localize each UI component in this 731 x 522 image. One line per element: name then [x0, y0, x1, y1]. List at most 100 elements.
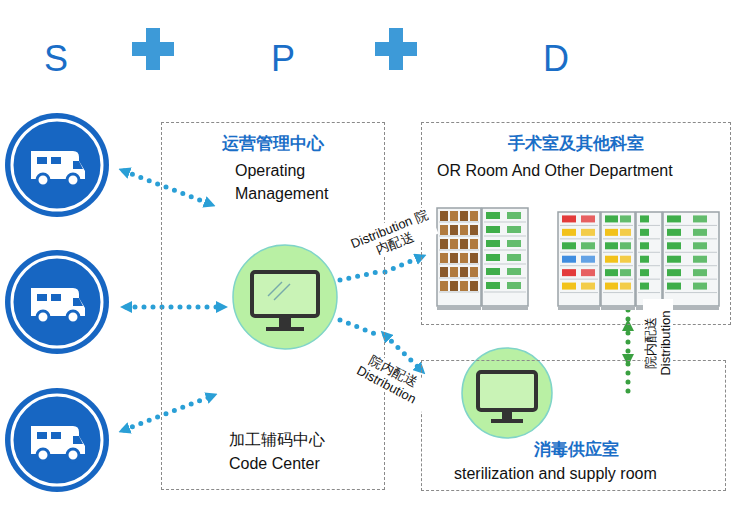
shelf-tag: [562, 256, 576, 263]
cabinets: [437, 208, 719, 310]
stock-item: [460, 281, 468, 291]
lead-lines: [340, 272, 378, 335]
connector-label: 院内配送 Distribution: [344, 344, 436, 412]
cabinet-shelf: [638, 225, 660, 226]
stock-item: [440, 239, 448, 249]
shelf-tag: [562, 242, 576, 249]
stock-item: [450, 267, 458, 277]
cabinet-shelf: [439, 292, 479, 293]
truck-window: [73, 298, 83, 306]
cabinet-shelf: [439, 236, 479, 237]
cabinet-shelf: [603, 292, 633, 293]
truck-icon: [31, 151, 85, 186]
truck-window: [37, 294, 47, 301]
shelf-tag: [605, 256, 618, 263]
shelf-tag: [693, 283, 707, 290]
circle-fill: [5, 250, 109, 354]
cabinet-shelf: [603, 265, 633, 266]
shelf-tag: [667, 242, 681, 249]
truck-window: [73, 161, 83, 169]
cabinet-shelf: [665, 265, 717, 266]
truck-wheel: [67, 449, 79, 461]
supplier-icons: [5, 113, 109, 492]
shelf-tag: [605, 269, 618, 276]
cabinet-shelf: [603, 225, 633, 226]
truck-wheel: [37, 311, 49, 323]
circle-fill: [5, 388, 109, 492]
shelf-tag: [605, 229, 618, 236]
cabinet-shelf: [484, 264, 526, 265]
cabinet-shelf: [665, 279, 717, 280]
cabinet-shelf: [484, 278, 526, 279]
cabinet-shelf: [439, 264, 479, 265]
shelf-tag: [693, 242, 707, 249]
monitor-screen: [252, 272, 318, 316]
stock-item: [470, 267, 478, 277]
shelf-tag: [507, 268, 521, 275]
storage-cabinet: [437, 208, 481, 310]
shelf-tag: [667, 256, 681, 263]
shelf-tag: [620, 215, 631, 222]
stock-item: [460, 225, 468, 235]
cabinet-shelf: [638, 238, 660, 239]
shelf-tag: [620, 229, 631, 236]
shelf-tag: [486, 240, 500, 247]
cabinet-shelf: [484, 292, 526, 293]
screen-glare: [274, 284, 290, 300]
shelf-tag: [667, 215, 681, 222]
dashed-region: 消毒供应室sterilization and supply room: [421, 360, 726, 491]
shelf-tag: [562, 269, 576, 276]
shelf-tag: [581, 215, 595, 222]
shelf-tag: [581, 229, 595, 236]
cabinet-shelf: [603, 238, 633, 239]
shelf-tag: [562, 229, 576, 236]
truck-window: [73, 436, 83, 444]
plus-bar: [389, 28, 403, 70]
cabinet-shelf: [665, 292, 717, 293]
shelf-tag: [693, 215, 707, 222]
distribution-connector: [626, 325, 631, 360]
truck-window: [37, 157, 47, 164]
stock-item: [450, 253, 458, 263]
stock-item: [440, 225, 448, 235]
stock-item: [470, 211, 478, 221]
shelf-tag: [640, 283, 649, 290]
lead-line: [626, 310, 631, 322]
stock-item: [470, 253, 478, 263]
truck-window: [51, 432, 61, 439]
monitor-neck: [502, 412, 512, 420]
monitor-icon: [478, 372, 536, 423]
cabinet-frame: [437, 208, 481, 306]
shelf-tag: [605, 242, 618, 249]
supply-arrows: [124, 171, 222, 430]
stock-item: [440, 267, 448, 277]
dashed-region: 手术室及其他科室OR Room And Other Department: [421, 122, 731, 325]
shelf-tag: [667, 229, 681, 236]
cabinet-shelf: [439, 222, 479, 223]
truck-wheel: [67, 174, 79, 186]
region-heading: 消毒供应室: [534, 438, 619, 461]
cabinet-shelf: [638, 252, 660, 253]
storage-cabinet: [482, 208, 528, 310]
shelf-tag: [640, 215, 649, 222]
truck-icon: [31, 426, 85, 461]
shelf-tag: [693, 229, 707, 236]
truck-window: [37, 432, 47, 439]
storage-cabinet: [663, 212, 719, 310]
region-heading: 运营管理中心: [162, 132, 384, 155]
shelf-tag: [620, 283, 631, 290]
cabinet-shelf: [560, 292, 598, 293]
shelf-tag: [562, 283, 576, 290]
shelf-tag: [581, 283, 595, 290]
supplier-circle: [5, 250, 109, 354]
cabinet-frame: [636, 212, 662, 306]
monitor-base: [266, 327, 304, 331]
monitor-circle: [462, 348, 552, 438]
shelf-tag: [640, 229, 649, 236]
cabinet-shelf: [439, 250, 479, 251]
truck-wheel: [67, 311, 79, 323]
section-letter: D: [543, 38, 569, 80]
stock-item: [460, 211, 468, 221]
cabinet-shelf: [484, 236, 526, 237]
truck-window: [51, 294, 61, 301]
